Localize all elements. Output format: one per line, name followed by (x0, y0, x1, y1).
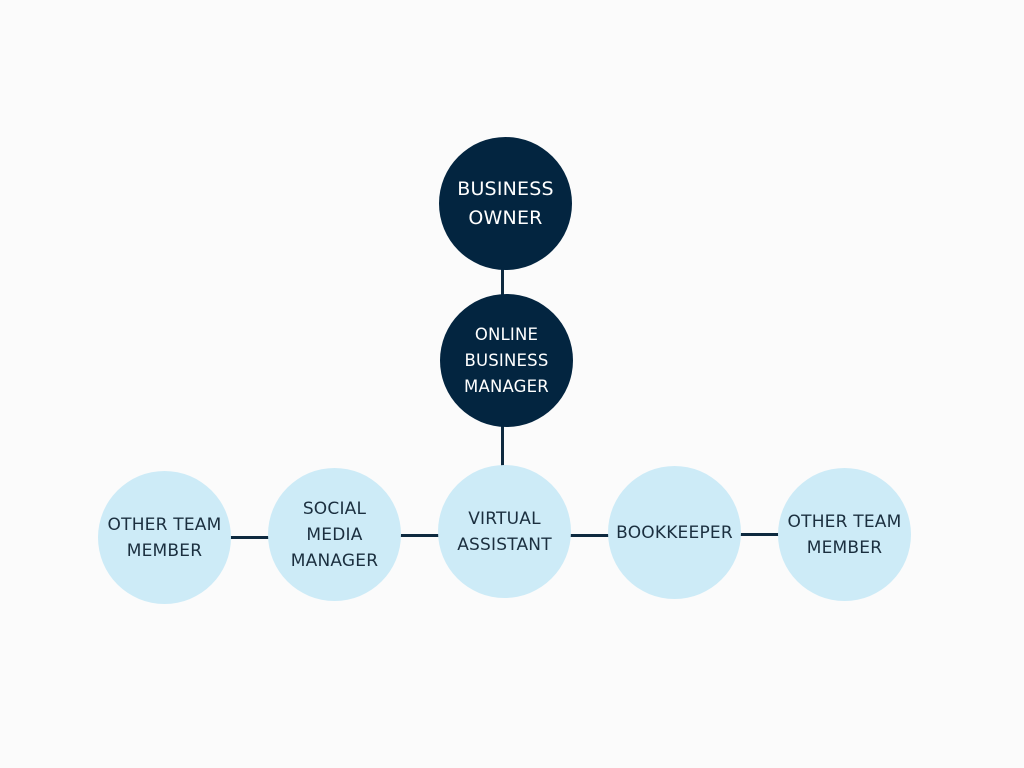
node-other-team-member-right: OTHER TEAM MEMBER (778, 468, 911, 601)
connector-obm-to-va (501, 426, 504, 466)
connector-owner-to-obm (501, 258, 504, 296)
node-business-owner: BUSINESS OWNER (439, 137, 572, 270)
connector-va-to-bookkeeper (570, 534, 610, 537)
node-label-virtual-assistant: VIRTUAL ASSISTANT (457, 508, 552, 555)
node-bookkeeper: BOOKKEEPER (608, 466, 741, 599)
node-label-business-owner: BUSINESS OWNER (457, 177, 554, 229)
node-social-media-manager: SOCIAL MEDIA MANAGER (268, 468, 401, 601)
node-label-social-media-manager: SOCIAL MEDIA MANAGER (290, 498, 379, 571)
node-other-team-member-left: OTHER TEAM MEMBER (98, 471, 231, 604)
node-label-other-team-member-left: OTHER TEAM MEMBER (107, 514, 222, 561)
connector-social-to-va (400, 534, 440, 537)
node-label-bookkeeper: BOOKKEEPER (616, 522, 733, 543)
connector-other-left-to-social (230, 536, 270, 539)
node-label-online-business-manager: ONLINE BUSINESS MANAGER (464, 324, 549, 396)
connector-bookkeeper-to-other-right (740, 533, 780, 536)
node-virtual-assistant: VIRTUAL ASSISTANT (438, 465, 571, 598)
node-online-business-manager: ONLINE BUSINESS MANAGER (440, 294, 573, 427)
node-label-other-team-member-right: OTHER TEAM MEMBER (787, 511, 902, 558)
